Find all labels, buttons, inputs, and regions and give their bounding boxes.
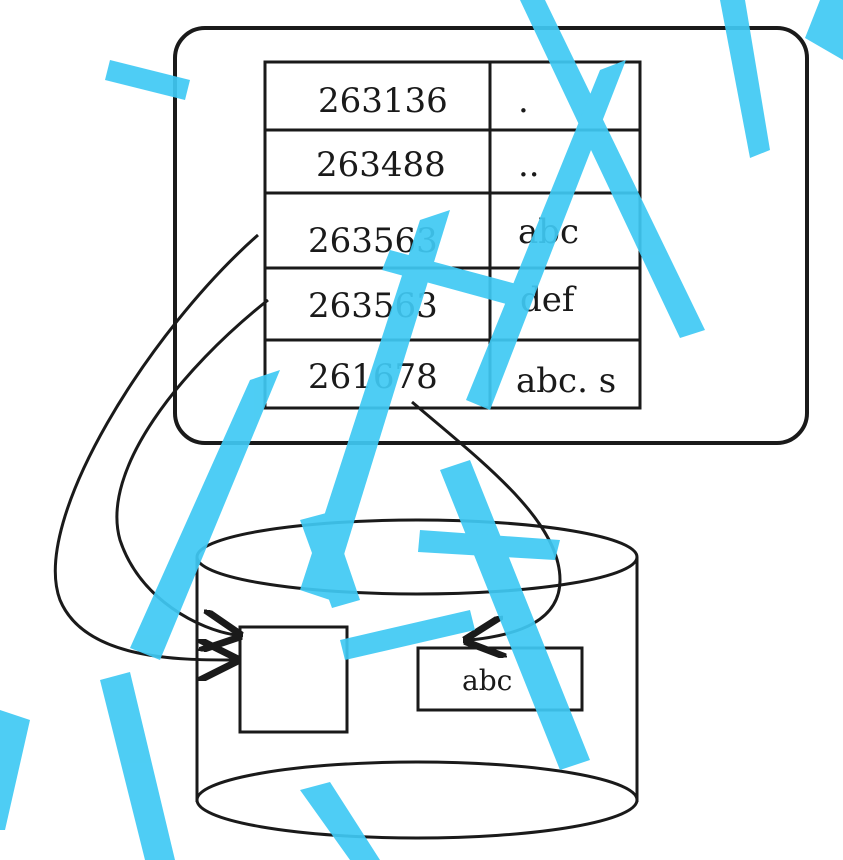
inode-cell: 263136 [318, 81, 448, 121]
watermark-stroke [382, 250, 520, 305]
watermark-stroke [105, 60, 190, 100]
watermark-stroke [100, 672, 175, 860]
watermark-stroke [418, 530, 560, 560]
watermark-stroke [300, 210, 450, 600]
filename-cell: .. [518, 145, 540, 185]
watermark-stroke [300, 512, 360, 608]
watermark-stroke [720, 0, 770, 158]
watermark-stroke [0, 710, 30, 830]
filename-cell: . [518, 81, 529, 121]
inode-block [238, 625, 349, 734]
filename-cell: abc. s [516, 361, 616, 401]
watermark-stroke [130, 370, 280, 660]
watermark-stroke [340, 610, 475, 660]
watermark-stroke [466, 60, 626, 410]
watermark-stroke [520, 0, 705, 338]
watermark-stroke [805, 0, 843, 60]
watermark-stroke [300, 782, 380, 860]
cylinder-bottom [195, 760, 639, 840]
arrow-def-to-inode [115, 298, 269, 635]
cylinder-top [195, 518, 639, 596]
data-block-label: abc [462, 664, 512, 697]
inode-cell: 263488 [316, 145, 446, 185]
